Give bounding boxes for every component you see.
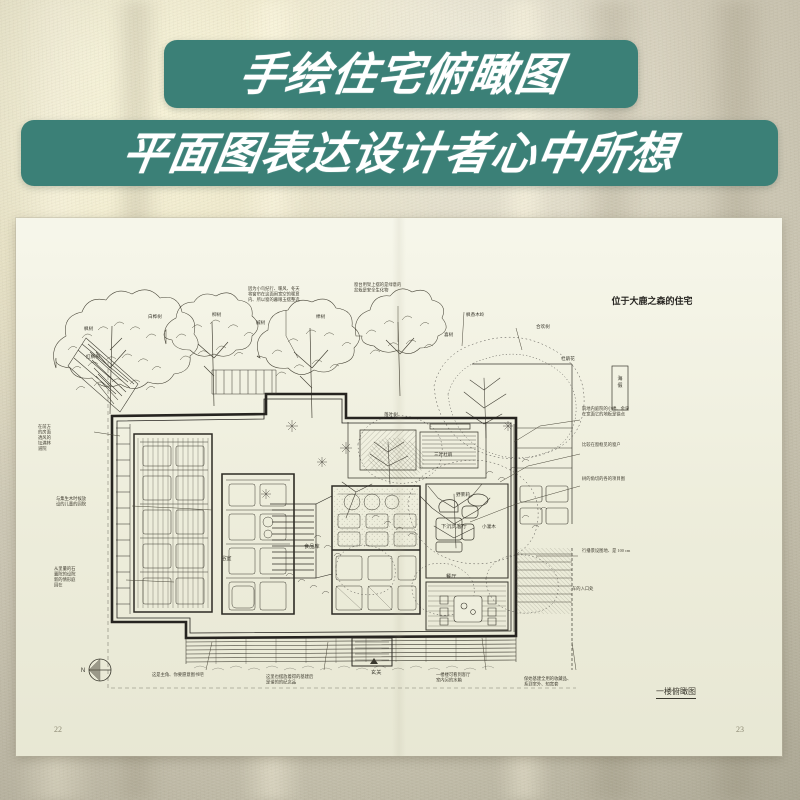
vertical-sign: 海假 (611, 365, 629, 411)
annotation-text: 车的入口处 (572, 585, 594, 592)
plant-label: 小灌木 (482, 523, 496, 530)
annotation-text: 保始基建全用的收藏品、系到室外、知宽套 (524, 675, 571, 688)
north-arrow-icon: N (81, 658, 112, 682)
architectural-drawing: 下沉式客厅餐厅 食品库浴室玄关 枫树红枫树 白桦树 柳树槭树 榉树合欢树杜鹃花 枫香木岭喜… (16, 218, 782, 756)
annotation-text: 窗台用架上摆的是绿意的盆栽是安全生化物 (354, 281, 401, 294)
plant-label: 三叶杜鹃 (434, 451, 453, 458)
annotation-group: 因为小鸟纪行、暖风、冬天将窗帘在这面用宽空的暖意内、所以窗的暮眼玉摆整选 窗台用架… (38, 281, 631, 688)
plant-label: 榉树 (316, 313, 326, 320)
room-label: 食品库 (304, 542, 320, 550)
annotation-text: 从里量的石置院的设院新的情形庭园在 (54, 565, 76, 589)
plant-label: 枫香木岭 (466, 311, 485, 318)
plant-label: 合欢树 (536, 323, 550, 330)
annotation-text: 树的角切的各的项目图 (582, 475, 625, 482)
annotation-text: 比较在窗框见的窗户 (582, 441, 621, 448)
drawing-caption-label: 一楼俯瞰图 (656, 686, 696, 699)
annotation-text: 与集生木时候放设的儿童的园院 (56, 495, 87, 508)
door-marker (370, 658, 378, 664)
svg-text:N: N (81, 668, 85, 674)
annotation-text: 在前方的房面透风的坛满林道院 (38, 423, 52, 452)
page-number-right: 23 (736, 725, 744, 734)
svg-text:海假: 海假 (617, 375, 622, 389)
promo-banner-top: 手绘住宅俯瞰图 (164, 40, 638, 108)
room-label: 浴室 (221, 554, 231, 562)
room-label: 下沉式客厅 (441, 522, 467, 530)
plant-label: 落叶树 (384, 411, 398, 418)
annotation-text: 这里也摆放着得的基建后是谐的的纪念品 (266, 673, 314, 686)
promo-banner-top-text: 手绘住宅俯瞰图 (235, 48, 567, 100)
plant-label: 喜树 (444, 331, 454, 338)
room-label: 餐厅 (446, 572, 456, 580)
book-page-spread: 下沉式客厅餐厅 食品库浴室玄关 枫树红枫树 白桦树 柳树槭树 榉树合欢树杜鹃花 枫香木岭喜… (16, 218, 782, 756)
plant-label: 野茉莉 (456, 491, 470, 498)
promo-banner-bottom: 平面图表达设计者心中所想 (21, 120, 778, 186)
plant-label: 红枫树 (86, 353, 100, 360)
annotation-text: 一楼楼可看到客厅室内另的水箱 (436, 671, 471, 684)
promo-banner-bottom-text: 平面图表达设计者心中所想 (119, 127, 680, 179)
annotation-text: 行播景设图地、是 100 cm (582, 547, 631, 554)
annotation-text: 院地内庭院的小楼、金泉在宽面它的地板是错点 (582, 405, 630, 418)
annotation-text: 这是主角、你要愿意图书吧 (152, 671, 204, 678)
svg-text:位于大鹿之森的住宅: 位于大鹿之森的住宅 (611, 295, 692, 306)
plant-label: 杜鹃花 (561, 355, 575, 362)
book-gutter-shadow (392, 218, 406, 756)
annotation-text: 因为小鸟纪行、暖风、冬天将窗帘在这面用宽空的暖意内、所以窗的暮眼玉摆整选 (248, 285, 300, 303)
room-label: 玄关 (371, 668, 381, 676)
plant-label: 白桦树 (148, 313, 162, 320)
plant-label: 柳树 (212, 311, 222, 318)
plant-label: 枫树 (84, 325, 94, 332)
page-number-left: 22 (54, 725, 62, 734)
plant-label: 槭树 (256, 319, 266, 326)
